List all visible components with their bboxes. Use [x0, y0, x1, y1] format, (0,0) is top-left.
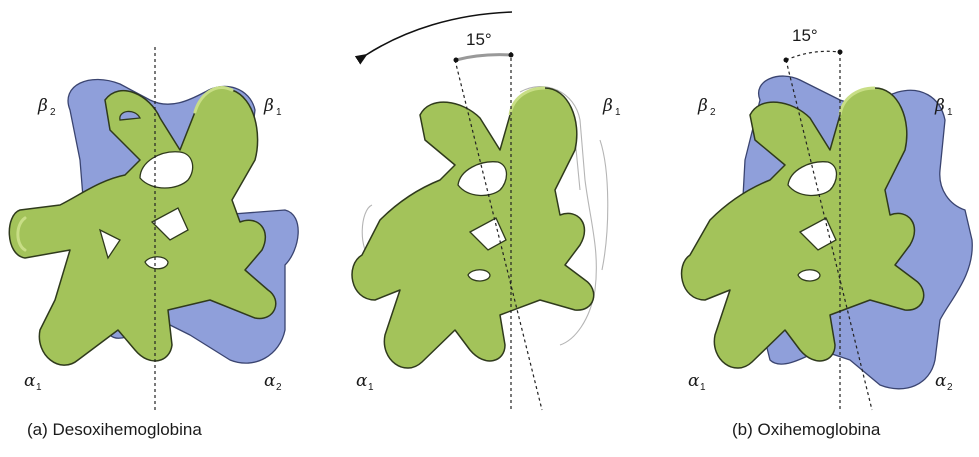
svg-text:2: 2 [947, 382, 953, 393]
alpha1-beta1-dimer-oxy [680, 86, 925, 369]
label-alpha2-oxy: α 2 [935, 371, 953, 393]
svg-text:β: β [37, 96, 48, 116]
rotation-arrow [354, 11, 513, 65]
label-alpha1: α 1 [24, 371, 42, 393]
rotated-axis-oxy [785, 59, 873, 411]
svg-text:1: 1 [700, 382, 706, 393]
rotated-axis [454, 59, 543, 411]
alpha1-beta1-dimer [8, 86, 277, 366]
svg-text:1: 1 [276, 107, 282, 118]
label-beta1-oxy: β 1 [934, 96, 953, 118]
caption-deoxyhemoglobin: (a) Desoxihemoglobina [27, 420, 202, 439]
svg-text:β: β [263, 96, 274, 116]
svg-text:2: 2 [50, 107, 56, 118]
panel-b-oxyhemoglobin: 15° β 2 β 1 α 1 α 2 [680, 26, 973, 412]
panel-middle-rotation: 15° β 1 α 1 [351, 11, 621, 412]
svg-text:α: α [264, 371, 276, 391]
svg-text:α: α [356, 371, 368, 391]
svg-text:β: β [602, 96, 613, 116]
central-cavity [98, 110, 194, 270]
svg-text:α: α [935, 371, 947, 391]
svg-text:2: 2 [276, 382, 282, 393]
svg-text:1: 1 [368, 382, 374, 393]
label-alpha1-oxy: α 1 [688, 371, 706, 393]
angle-arc-oxy [785, 50, 841, 61]
middle-cavity [457, 161, 508, 282]
alpha1-beta1-dimer-rotated [351, 86, 595, 369]
svg-text:2: 2 [710, 107, 716, 118]
label-alpha1-middle: α 1 [356, 371, 374, 393]
svg-text:β: β [934, 96, 945, 116]
label-beta1-middle: β 1 [602, 96, 621, 118]
rotation-angle-label-oxy: 15° [792, 26, 818, 45]
svg-text:β: β [697, 96, 708, 116]
rotation-angle-label: 15° [466, 30, 492, 49]
label-beta2: β 2 [37, 96, 56, 118]
svg-text:α: α [688, 371, 700, 391]
label-beta2-oxy: β 2 [697, 96, 716, 118]
panel-a-deoxyhemoglobin: β 2 β 1 α 1 α 2 [8, 47, 299, 412]
svg-text:1: 1 [36, 382, 42, 393]
label-beta1: β 1 [263, 96, 282, 118]
caption-oxyhemoglobin: (b) Oxihemoglobina [732, 420, 881, 439]
angle-arc [455, 53, 512, 62]
svg-text:1: 1 [947, 107, 953, 118]
label-alpha2: α 2 [264, 371, 282, 393]
svg-text:1: 1 [615, 107, 621, 118]
svg-text:α: α [24, 371, 36, 391]
